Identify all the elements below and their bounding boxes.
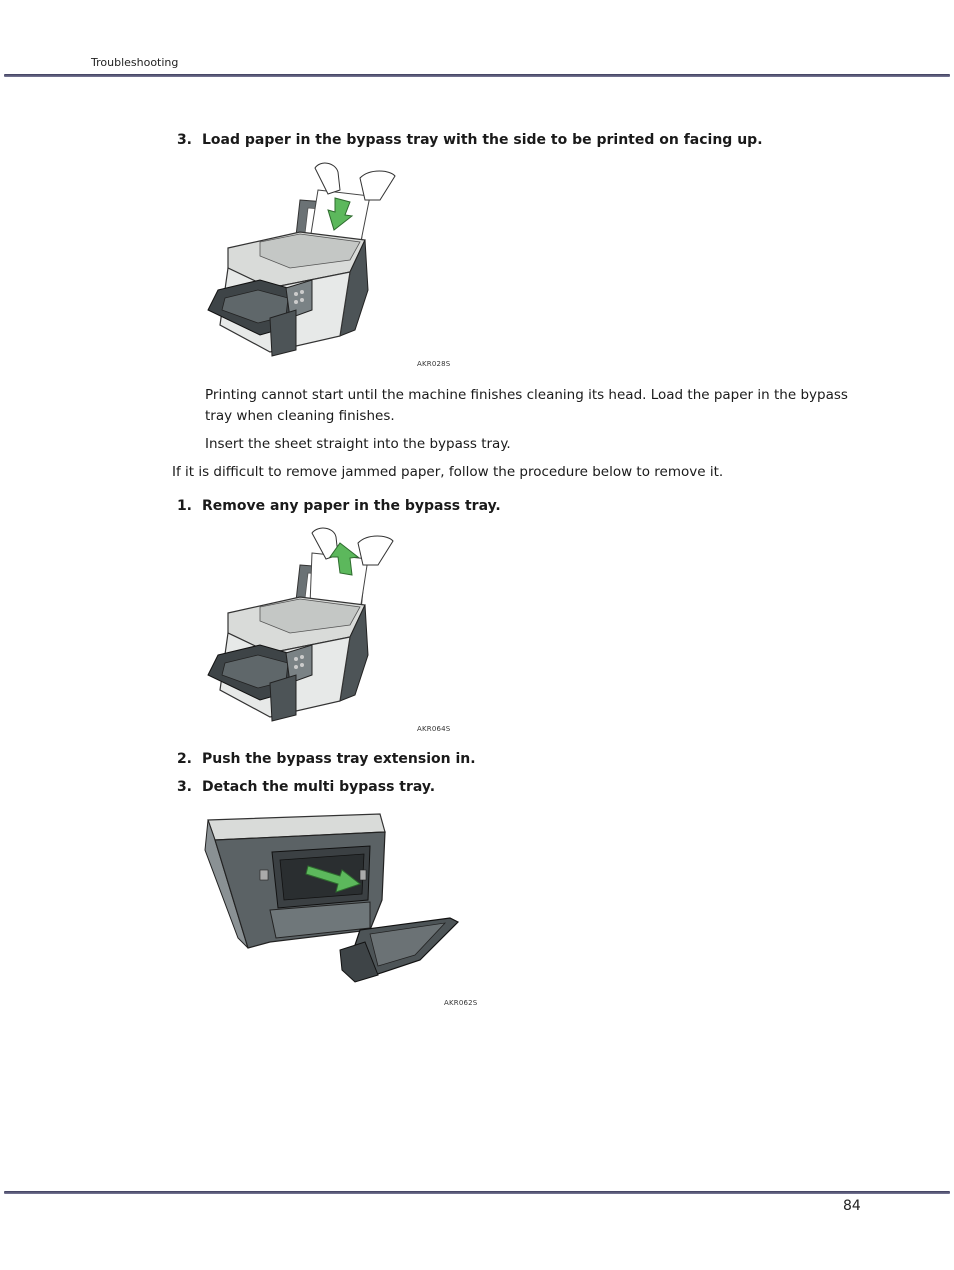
printer-remove-figure bbox=[207, 527, 394, 722]
step-number: 3. bbox=[176, 132, 192, 148]
step-detach-tray: 3. Detach the multi bypass tray. bbox=[172, 779, 872, 799]
intro-paragraph: If it is difficult to remove jammed pape… bbox=[172, 464, 724, 480]
step-load-paper: 3. Load paper in the bypass tray with th… bbox=[172, 132, 872, 152]
down-arrow-icon bbox=[327, 197, 354, 231]
step-text: Remove any paper in the bypass tray. bbox=[202, 498, 501, 514]
step-text: Detach the multi bypass tray. bbox=[202, 779, 436, 795]
pull-arrow-icon bbox=[305, 865, 362, 893]
note-cleaning: Printing cannot start until the machine … bbox=[205, 387, 848, 424]
up-arrow-icon bbox=[329, 542, 360, 576]
figure-code: AKR062S bbox=[444, 999, 478, 1007]
printer-load-figure bbox=[207, 162, 396, 357]
step-text: Load paper in the bypass tray with the s… bbox=[202, 132, 763, 148]
page-number: 84 bbox=[843, 1198, 861, 1214]
step-push-extension: 2. Push the bypass tray extension in. bbox=[172, 751, 872, 771]
footer-rule bbox=[4, 1191, 950, 1194]
figure-code: AKR064S bbox=[417, 725, 451, 733]
step-remove-paper: 1. Remove any paper in the bypass tray. bbox=[172, 498, 872, 518]
step-number: 2. bbox=[176, 751, 192, 767]
step-number: 3. bbox=[176, 779, 192, 795]
running-header: Troubleshooting bbox=[91, 56, 179, 69]
printer-rear-figure bbox=[204, 813, 460, 983]
step-text: Push the bypass tray extension in. bbox=[202, 751, 476, 767]
figure-code: AKR028S bbox=[417, 360, 451, 368]
step-number: 1. bbox=[176, 498, 192, 514]
header-rule bbox=[4, 74, 950, 77]
note-insert-straight: Insert the sheet straight into the bypas… bbox=[205, 436, 511, 452]
